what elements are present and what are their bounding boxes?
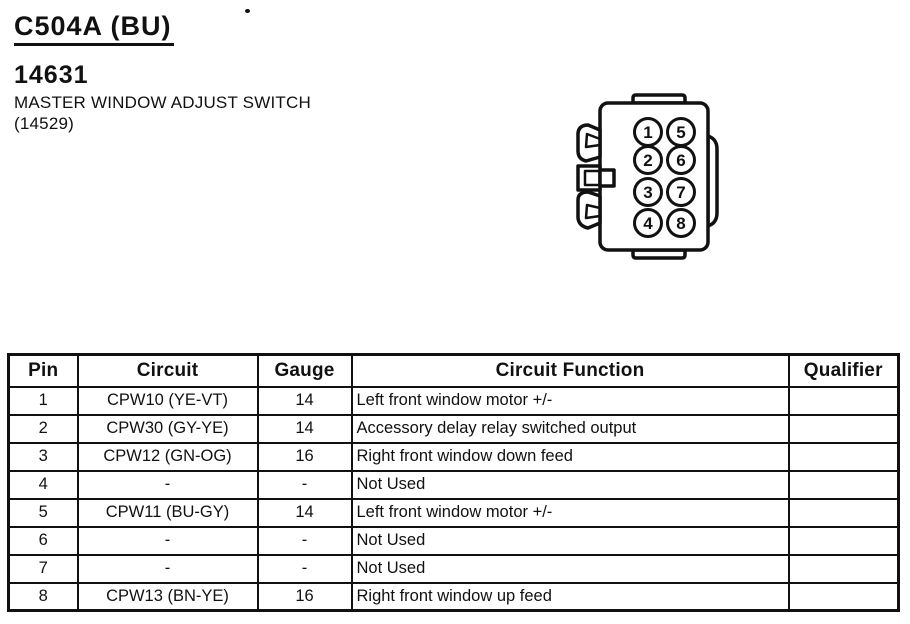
- gauge-cell: 14: [256, 497, 353, 528]
- circuit-cell: CPW10 (YE-VT): [76, 385, 259, 416]
- gauge-cell: 16: [256, 581, 353, 612]
- connector-bottom-tab: [631, 248, 687, 260]
- qualifier-cell: [787, 581, 900, 612]
- circuit-function-cell: Accessory delay relay switched output: [350, 413, 790, 444]
- svg-text:4: 4: [643, 214, 653, 233]
- gauge-cell: -: [256, 469, 353, 500]
- pin-cavity-3: 3: [633, 177, 663, 207]
- svg-text:8: 8: [676, 214, 685, 233]
- circuit-cell: -: [76, 469, 259, 500]
- svg-text:7: 7: [676, 183, 685, 202]
- connector-latch-upper-arm: [576, 123, 602, 163]
- gauge-cell: 14: [256, 413, 353, 444]
- gauge-cell: -: [256, 553, 353, 584]
- connector-face-diagram: 1 2 3 4 5 6 7 8: [576, 93, 719, 260]
- qualifier-cell: [787, 497, 900, 528]
- gauge-cell: 14: [256, 385, 353, 416]
- qualifier-cell: [787, 553, 900, 584]
- circuit-function-cell: Left front window motor +/-: [350, 497, 790, 528]
- svg-text:1: 1: [643, 123, 652, 142]
- circuit-function-cell: Right front window up feed: [350, 581, 790, 612]
- gauge-cell: -: [256, 525, 353, 556]
- svg-text:5: 5: [676, 123, 685, 142]
- pin-cell: 6: [7, 525, 79, 556]
- pin-cell: 4: [7, 469, 79, 500]
- pin-cavity-7: 7: [666, 177, 696, 207]
- pin-cell: 3: [7, 441, 79, 472]
- qualifier-cell: [787, 441, 900, 472]
- column-header-pin: Pin: [7, 353, 79, 388]
- qualifier-cell: [787, 469, 900, 500]
- column-header-circuit-function: Circuit Function: [350, 353, 790, 388]
- column-header-circuit: Circuit: [76, 353, 259, 388]
- table-row: 7--Not Used: [7, 553, 900, 584]
- component-description: MASTER WINDOW ADJUST SWITCH (14529): [14, 92, 311, 134]
- connector-top-tab: [631, 93, 687, 105]
- pin-cavity-8: 8: [666, 208, 696, 238]
- part-number: 14631: [14, 61, 89, 89]
- connector-latch-lower-arm: [576, 190, 602, 230]
- circuit-cell: -: [76, 525, 259, 556]
- circuit-function-cell: Right front window down feed: [350, 441, 790, 472]
- connector-id-title: C504A (BU): [14, 11, 174, 46]
- svg-text:2: 2: [643, 151, 652, 170]
- pin-cavity-2: 2: [633, 145, 663, 175]
- circuit-cell: CPW12 (GN-OG): [76, 441, 259, 472]
- svg-text:6: 6: [676, 151, 685, 170]
- circuit-cell: CPW11 (BU-GY): [76, 497, 259, 528]
- pin-cell: 7: [7, 553, 79, 584]
- gauge-cell: 16: [256, 441, 353, 472]
- table-row: 6--Not Used: [7, 525, 900, 556]
- column-header-gauge: Gauge: [256, 353, 353, 388]
- pin-cavity-1: 1: [633, 117, 663, 147]
- latch-upper-slot: [584, 132, 602, 149]
- connector-latch-middle: [576, 164, 602, 192]
- pin-cavity-4: 4: [633, 208, 663, 238]
- qualifier-cell: [787, 413, 900, 444]
- qualifier-cell: [787, 525, 900, 556]
- circuit-function-cell: Not Used: [350, 469, 790, 500]
- pin-cavity-6: 6: [666, 145, 696, 175]
- connector-right-rib: [706, 134, 719, 228]
- base-part-number: (14529): [14, 114, 74, 133]
- circuit-cell: CPW13 (BN-YE): [76, 581, 259, 612]
- table-row: 4--Not Used: [7, 469, 900, 500]
- circuit-function-cell: Left front window motor +/-: [350, 385, 790, 416]
- circuit-function-cell: Not Used: [350, 525, 790, 556]
- pin-cell: 5: [7, 497, 79, 528]
- pin-cavity-5: 5: [666, 117, 696, 147]
- svg-text:3: 3: [643, 183, 652, 202]
- scan-speck: [245, 9, 250, 13]
- pin-cell: 1: [7, 385, 79, 416]
- circuit-cell: CPW30 (GY-YE): [76, 413, 259, 444]
- column-header-qualifier: Qualifier: [787, 353, 900, 388]
- pin-cell: 8: [7, 581, 79, 612]
- connector-latch-tab: [598, 168, 616, 188]
- qualifier-cell: [787, 385, 900, 416]
- circuit-function-cell: Not Used: [350, 553, 790, 584]
- latch-lower-slot: [584, 203, 602, 220]
- circuit-cell: -: [76, 553, 259, 584]
- component-name: MASTER WINDOW ADJUST SWITCH: [14, 93, 311, 112]
- pin-cell: 2: [7, 413, 79, 444]
